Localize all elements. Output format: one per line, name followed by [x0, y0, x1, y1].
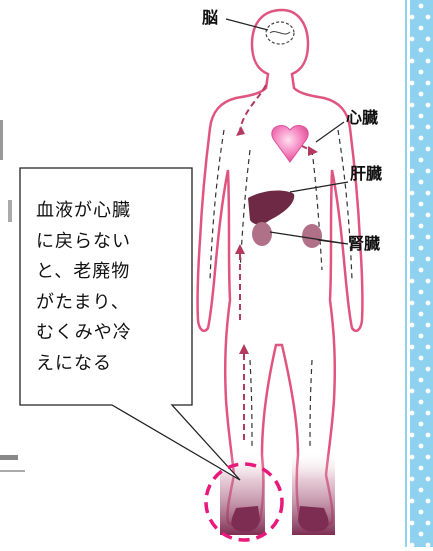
left-edge-fragment — [0, 120, 25, 472]
heart-leader — [315, 121, 345, 143]
arrowhead-torso — [235, 244, 245, 254]
heart-organ — [271, 125, 309, 163]
callout-line: に戻らない — [36, 230, 131, 252]
arrowhead-heart — [308, 146, 318, 156]
callout-box — [19, 167, 241, 481]
liver-label: 肝臓 — [350, 164, 383, 183]
body-silhouette — [196, 8, 364, 535]
liver-organ — [248, 190, 295, 225]
callout-text: 血液が心臓 に戻らない と、老廃物 がたまり、 むくみや冷 えになる — [36, 196, 176, 379]
dashed-circle — [204, 462, 284, 542]
brain-organ — [265, 21, 295, 45]
brain-leader — [225, 18, 269, 31]
heart-label: 心臓 — [346, 108, 379, 127]
kidney-leader — [269, 231, 349, 245]
right-kidney — [302, 224, 322, 248]
callout-line: がたまり、 — [36, 291, 130, 313]
callout-line: むくみや冷 — [36, 322, 132, 343]
callout-line: と、老廃物 — [36, 261, 131, 282]
arrowhead-leg — [239, 344, 249, 354]
callout-line: えになる — [36, 352, 112, 374]
right-foot — [298, 506, 329, 532]
liver-leader — [289, 181, 349, 193]
callout-line: 血液が心臓 — [36, 200, 131, 221]
arrowhead-neck — [236, 126, 245, 136]
brain-label: 脳 — [202, 8, 219, 27]
side-stripe — [405, 0, 433, 547]
left-kidney — [252, 222, 272, 246]
left-foot — [231, 506, 260, 532]
kidney-label: 腎臓 — [348, 234, 381, 253]
arrow-neck-left — [239, 84, 267, 131]
